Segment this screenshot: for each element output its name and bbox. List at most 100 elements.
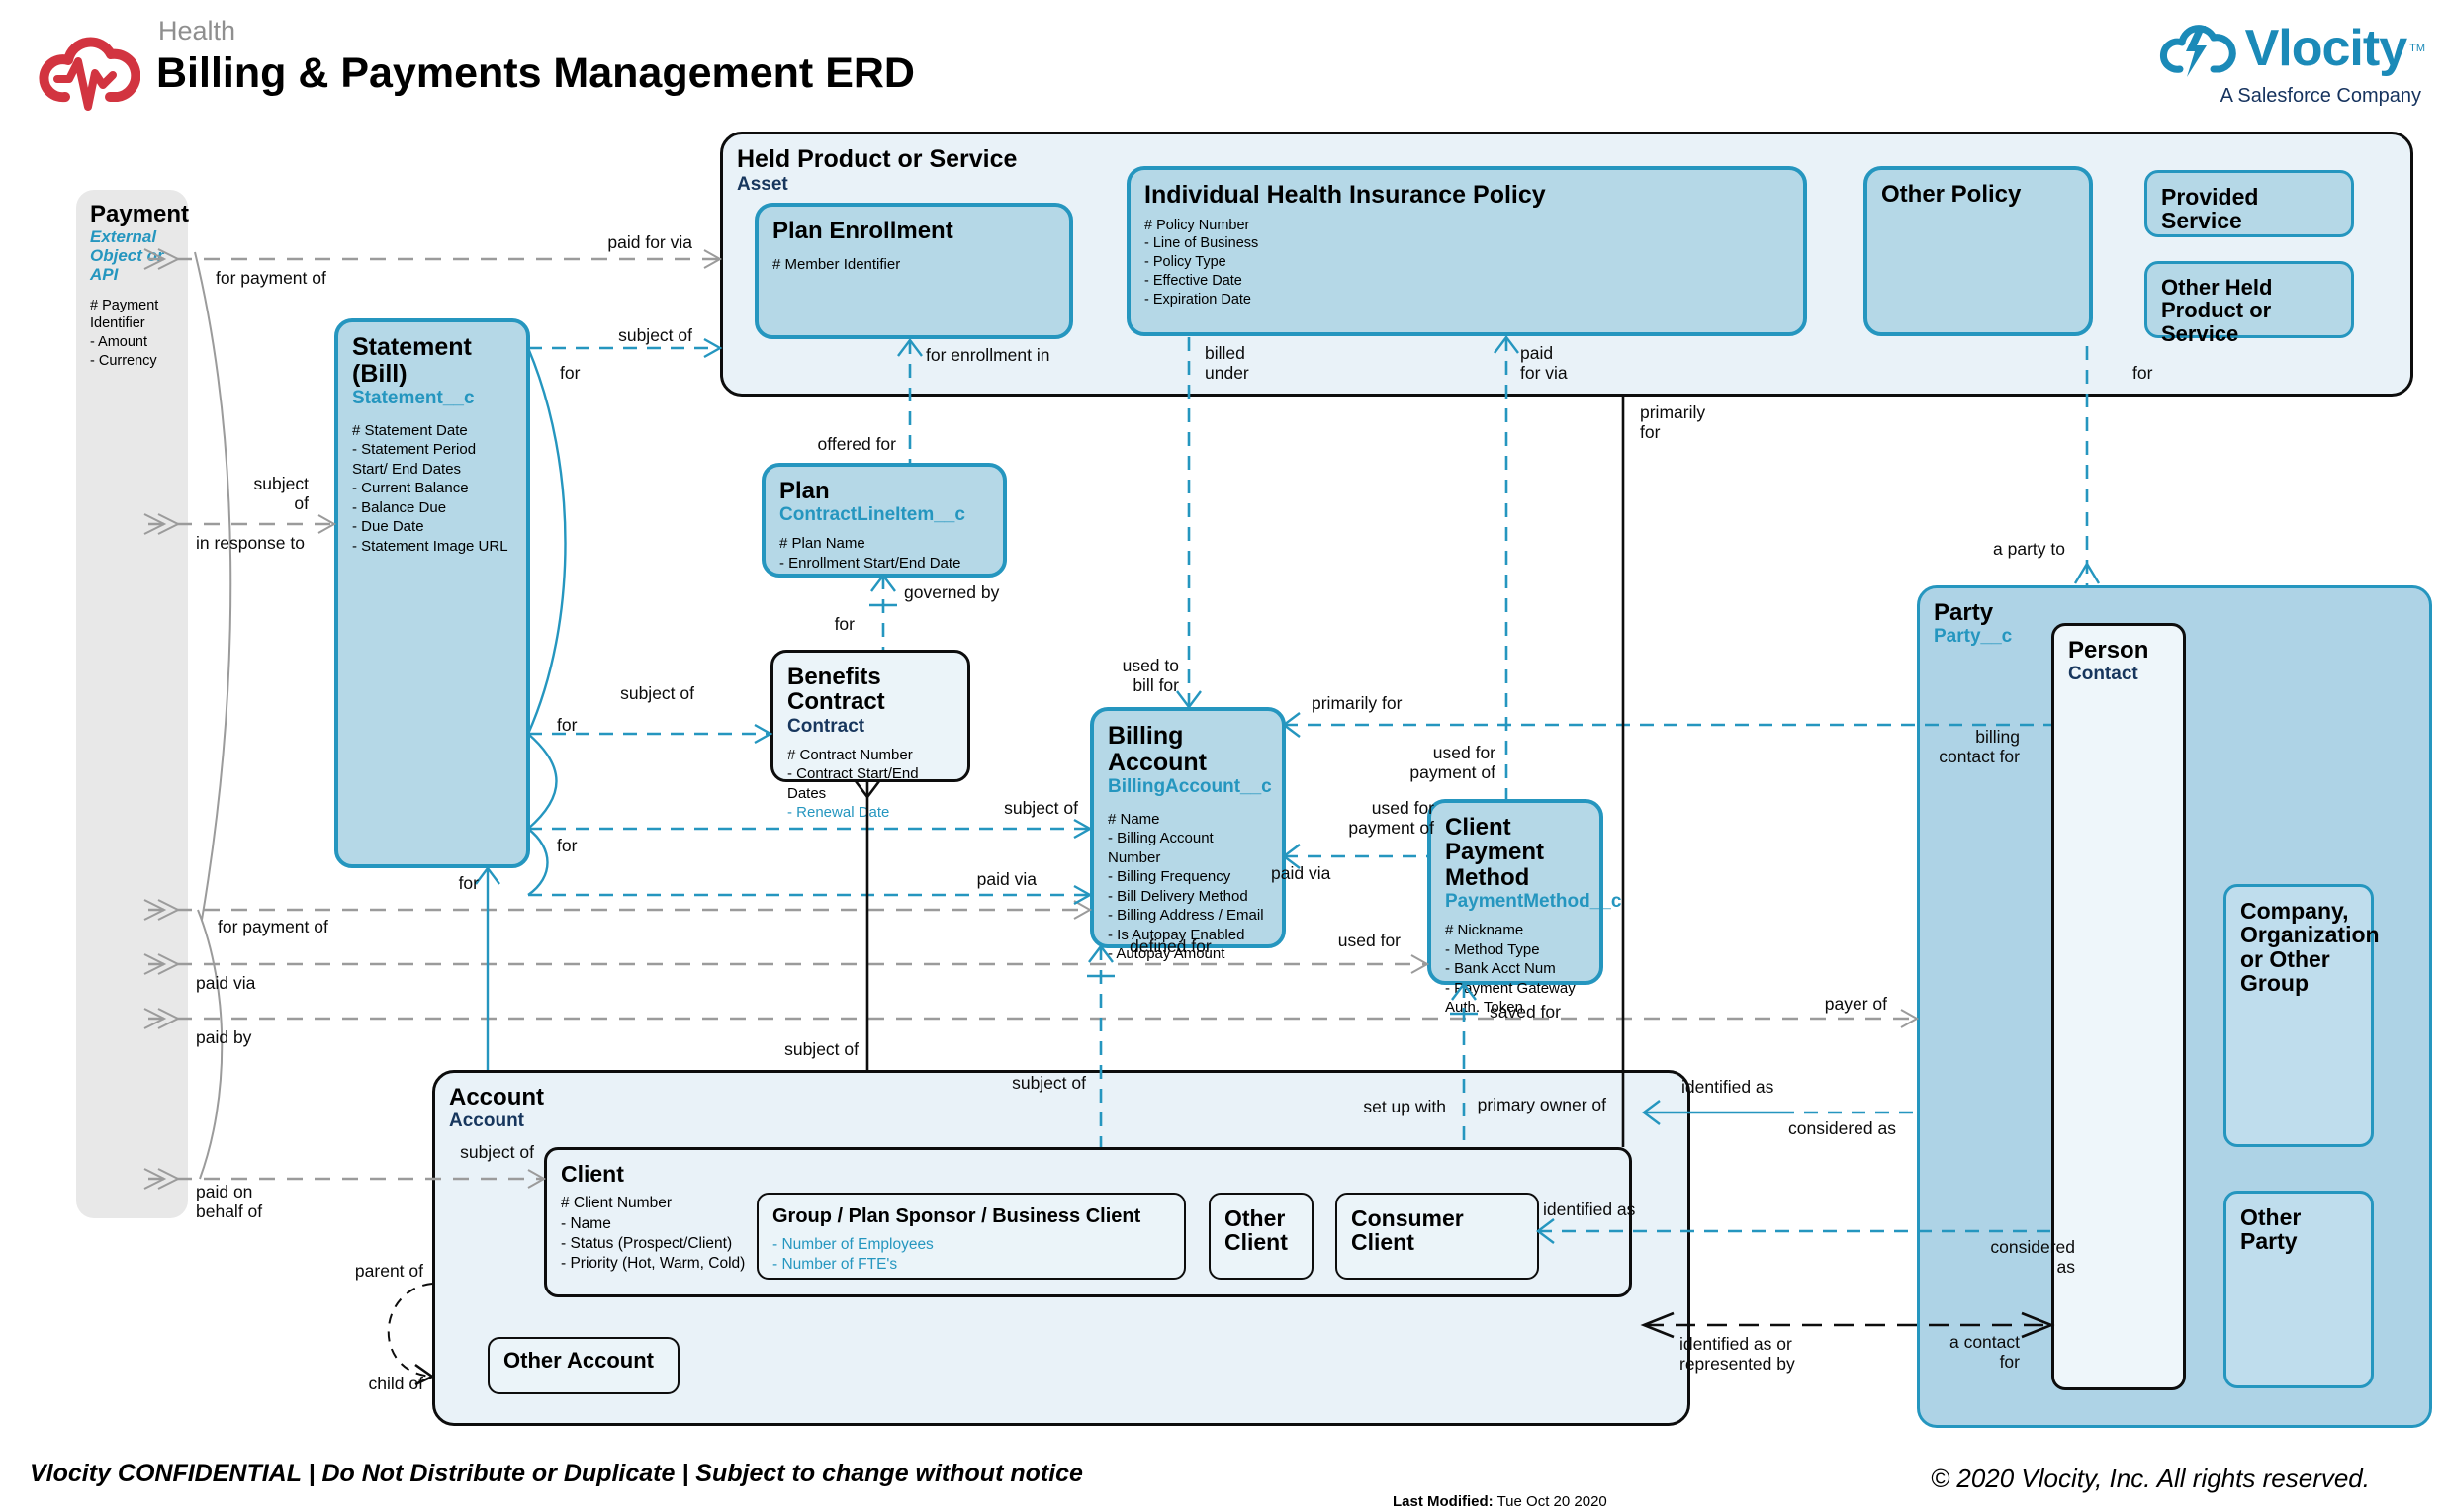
brand-name: Vlocity: [2244, 20, 2407, 77]
field-line: # Client Number: [561, 1195, 672, 1212]
entity-fields: # Policy Number - Line of Business - Polic…: [1144, 217, 1789, 310]
entity-title: Party: [1934, 599, 1994, 626]
entity-subtitle: Asset: [737, 173, 788, 195]
field-line: - Status (Prospect/Client): [561, 1234, 733, 1252]
entity-subtitle: Party__c: [1934, 626, 2013, 648]
field-line: # Payment Identifier: [90, 297, 159, 332]
entity-title: Other Client: [1224, 1205, 1288, 1256]
field-line: - Number of FTE's: [772, 1256, 898, 1274]
confidential-notice: Vlocity CONFIDENTIAL | Do Not Distribute…: [30, 1460, 1083, 1487]
entity-title: Client: [561, 1161, 624, 1187]
field-line: - Autopay Amount: [1108, 945, 1225, 963]
entity-person: Person Contact: [2051, 623, 2186, 1390]
entity-title: Other Party: [2240, 1204, 2302, 1255]
entity-fields: # Name- Billing Account Number- Billing …: [1108, 810, 1268, 964]
product-line-label: Health: [158, 16, 236, 45]
entity-title: Company, Organization or Other Group: [2240, 898, 2380, 997]
vlocity-logo: Vlocity TM A Salesforce Company: [2154, 14, 2425, 108]
field-line: - Bill Delivery Method: [1108, 887, 1248, 905]
field-line: - Currency: [90, 353, 157, 370]
field-line: - Payment Gateway Auth. Token: [1445, 979, 1576, 1017]
entity-fields: # Nickname- Method Type- Bank Acct Num- …: [1445, 921, 1586, 1018]
entity-subtitle: ContractLineItem__c: [779, 504, 965, 526]
entity-provided-service: Provided Service: [2144, 170, 2354, 237]
entity-title: Account: [449, 1084, 544, 1111]
entity-other-client: Other Client: [1209, 1193, 1314, 1280]
entity-plan: Plan ContractLineItem__c # Plan Name- En…: [762, 463, 1007, 578]
entity-title: Plan: [779, 478, 830, 504]
vlocity-cloud-icon: [2159, 25, 2236, 77]
entity-other-account: Other Account: [488, 1337, 680, 1394]
entity-subtitle: Account: [449, 1111, 524, 1132]
field-line: - Current Balance: [352, 480, 469, 497]
entity-fields: # Statement Date- Statement Period Start…: [352, 421, 512, 557]
entity-consumer-client: Consumer Client: [1335, 1193, 1539, 1280]
entity-client-payment-method: Client Payment Method PaymentMethod__c #…: [1427, 799, 1622, 1016]
entity-plan-enrollment: Plan Enrollment # Member Identifier: [755, 203, 1073, 339]
field-line: - Policy Type: [1144, 254, 1226, 271]
last-modified: Last Modified: Tue Oct 20 2020: [1393, 1493, 1607, 1510]
entity-fields: # Payment Identifier - Amount - Currency: [90, 297, 174, 371]
field-line: - Statement Image URL: [352, 537, 508, 555]
field-line: - Billing Address / Email: [1108, 907, 1264, 925]
entity-fields: # Contract Number - Contract Start/End Da…: [787, 746, 953, 804]
entity-benefits-contract: Benefits Contract Contract # Contract Nu…: [770, 650, 970, 821]
field-line: # Nickname: [1445, 922, 1524, 939]
entity-fields: # Client Number- Name- Status (Prospect/…: [561, 1194, 1615, 1274]
entity-title: Statement (Bill): [352, 333, 472, 388]
entity-other-policy: Other Policy: [1863, 166, 2093, 336]
entity-title: Other Held Product or Service: [2161, 275, 2273, 346]
entity-fields-blue: - Number of Employees - Number of FTE's: [772, 1235, 1170, 1275]
field-line: - Line of Business: [1144, 235, 1259, 252]
entity-billing-account: Billing Account BillingAccount__c # Name…: [1090, 707, 1286, 962]
field-line: # Plan Name: [779, 535, 865, 553]
field-line: # Name: [1108, 810, 1160, 828]
field-line: # Statement Date: [352, 421, 468, 439]
entity-subtitle: BillingAccount__c: [1108, 776, 1272, 797]
copyright-notice: © 2020 Vlocity, Inc. All rights reserved…: [1930, 1464, 2370, 1493]
entity-company-organization-or-other-group: Company, Organization or Other Group: [2223, 884, 2380, 1147]
entity-title: Client Payment Method: [1445, 814, 1545, 891]
field-line: - Enrollment Start/End Date: [779, 554, 961, 572]
entity-title: Provided Service: [2161, 184, 2259, 234]
entity-subtitle: External Object or API: [90, 227, 164, 284]
entity-statement-bill: Statement (Bill) Statement__c # Statemen…: [334, 318, 530, 868]
field-line: - Amount: [90, 334, 148, 351]
page-title: Billing & Payments Management ERD: [156, 49, 915, 97]
brand-tagline: A Salesforce Company: [2220, 85, 2421, 107]
entity-title: Benefits Contract: [787, 664, 885, 716]
field-line: - Balance Due: [352, 498, 447, 516]
brand-tm: TM: [2409, 43, 2425, 54]
entity-fields: # Plan Name- Enrollment Start/End Date: [779, 534, 989, 573]
entity-subtitle: PaymentMethod__c: [1445, 891, 1622, 913]
entity-subtitle: Contact: [2068, 664, 2138, 685]
field-line: - Renewal Date: [787, 804, 890, 822]
entity-title: Payment: [90, 201, 190, 227]
entity-title: Held Product or Service: [737, 145, 1018, 173]
field-line: # Contract Number: [787, 746, 913, 763]
entity-other-held-product-or-service: Other Held Product or Service: [2144, 261, 2354, 345]
field-line: - Due Date: [352, 518, 424, 536]
field-line: - Contract Start/End Dates: [787, 765, 919, 802]
entity-payment: Payment External Object or API # Payment…: [76, 190, 190, 1218]
field-line: - Number of Employees: [772, 1236, 934, 1254]
entity-title: Billing Account: [1108, 722, 1207, 776]
field-line: - Effective Date: [1144, 273, 1242, 290]
field-line: - Expiration Date: [1144, 291, 1251, 308]
entity-subtitle: Statement__c: [352, 388, 475, 408]
entity-title: Other Account: [503, 1348, 654, 1373]
entity-title: Individual Health Insurance Policy: [1144, 181, 1546, 209]
entity-fields-blue: - Renewal Date: [787, 803, 953, 823]
field-line: - Priority (Hot, Warm, Cold): [561, 1254, 746, 1272]
field-line: - Method Type: [1445, 940, 1540, 958]
field-line: # Policy Number: [1144, 217, 1250, 233]
entity-title: Person: [2068, 637, 2149, 664]
last-modified-label: Last Modified:: [1393, 1493, 1494, 1510]
entity-individual-health-insurance-policy: Individual Health Insurance Policy # Pol…: [1127, 166, 1807, 336]
field-line: - Billing Frequency: [1108, 868, 1231, 886]
entity-other-party: Other Party: [2223, 1191, 2374, 1388]
entity-fields: # Member Identifier: [772, 255, 1055, 275]
entity-subtitle: Contract: [787, 715, 865, 737]
